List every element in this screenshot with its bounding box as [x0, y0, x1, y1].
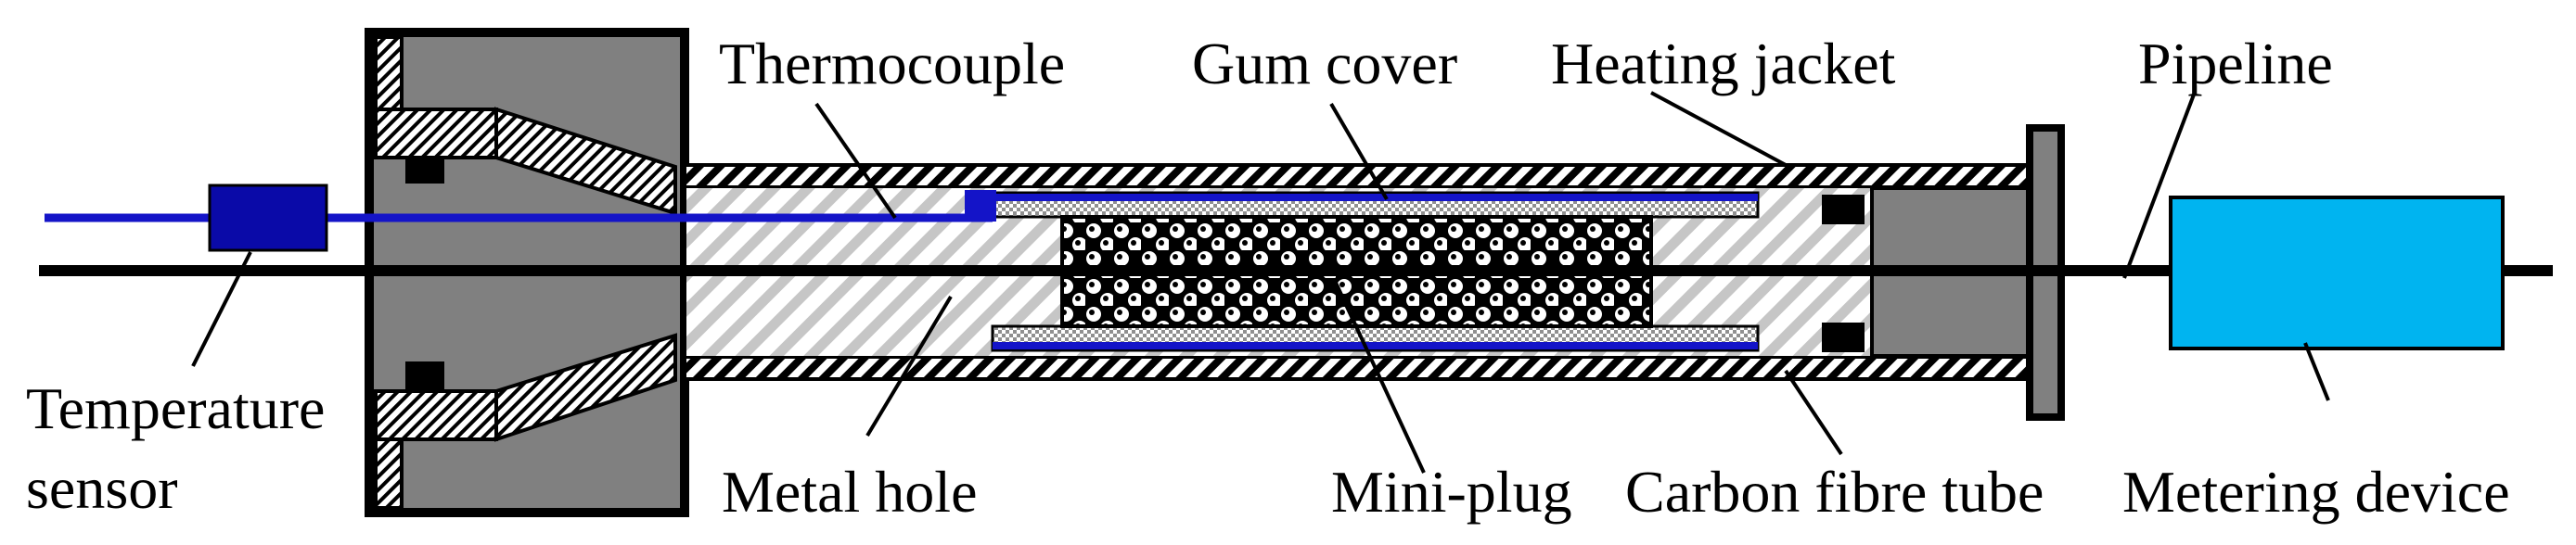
label-gum-cover: Gum cover: [1192, 31, 1457, 96]
carbon-fibre-tube-bottom: [683, 355, 2031, 381]
label-metal-hole: Metal hole: [722, 459, 977, 525]
leader-carbon-fibre-tube: [1784, 369, 1843, 456]
cone-seal-bottom: [494, 333, 677, 442]
seal-stub-bottom: [374, 389, 498, 441]
leader-pipeline: [2122, 94, 2196, 279]
seal-stub-top: [374, 108, 498, 159]
leader-metering-device: [2303, 342, 2330, 401]
left-flange-edge-bottom: [374, 434, 404, 510]
label-temperature-sensor-line1: Temperature: [26, 375, 325, 441]
label-temperature-sensor-line2: sensor: [26, 455, 178, 521]
o-ring-right-top: [1822, 195, 1865, 224]
temperature-sensor-box: [208, 184, 328, 252]
heating-jacket-top: [683, 163, 2031, 189]
leader-heating-jacket: [1650, 91, 1787, 167]
label-mini-plug: Mini-plug: [1331, 459, 1572, 525]
o-ring-right-bottom: [1822, 323, 1865, 352]
thermocouple-tip: [965, 190, 996, 222]
leader-temperature-sensor: [191, 251, 252, 367]
leader-mini-plug: [1334, 282, 1426, 474]
left-flange-edge-top: [374, 35, 404, 111]
cone-seal-top: [494, 107, 677, 216]
label-carbon-fibre-tube: Carbon fibre tube: [1625, 459, 2044, 525]
o-ring-left-top: [405, 156, 444, 184]
leader-gum-cover: [1329, 102, 1389, 201]
label-heating-jacket: Heating jacket: [1551, 31, 1896, 96]
label-thermocouple: Thermocouple: [719, 31, 1065, 96]
label-metering-device: Metering device: [2122, 459, 2510, 525]
o-ring-left-bottom: [405, 361, 444, 389]
leader-metal-hole: [865, 295, 953, 437]
metering-device: [2169, 196, 2505, 350]
leader-thermocouple: [814, 102, 897, 220]
label-pipeline: Pipeline: [2138, 31, 2333, 96]
